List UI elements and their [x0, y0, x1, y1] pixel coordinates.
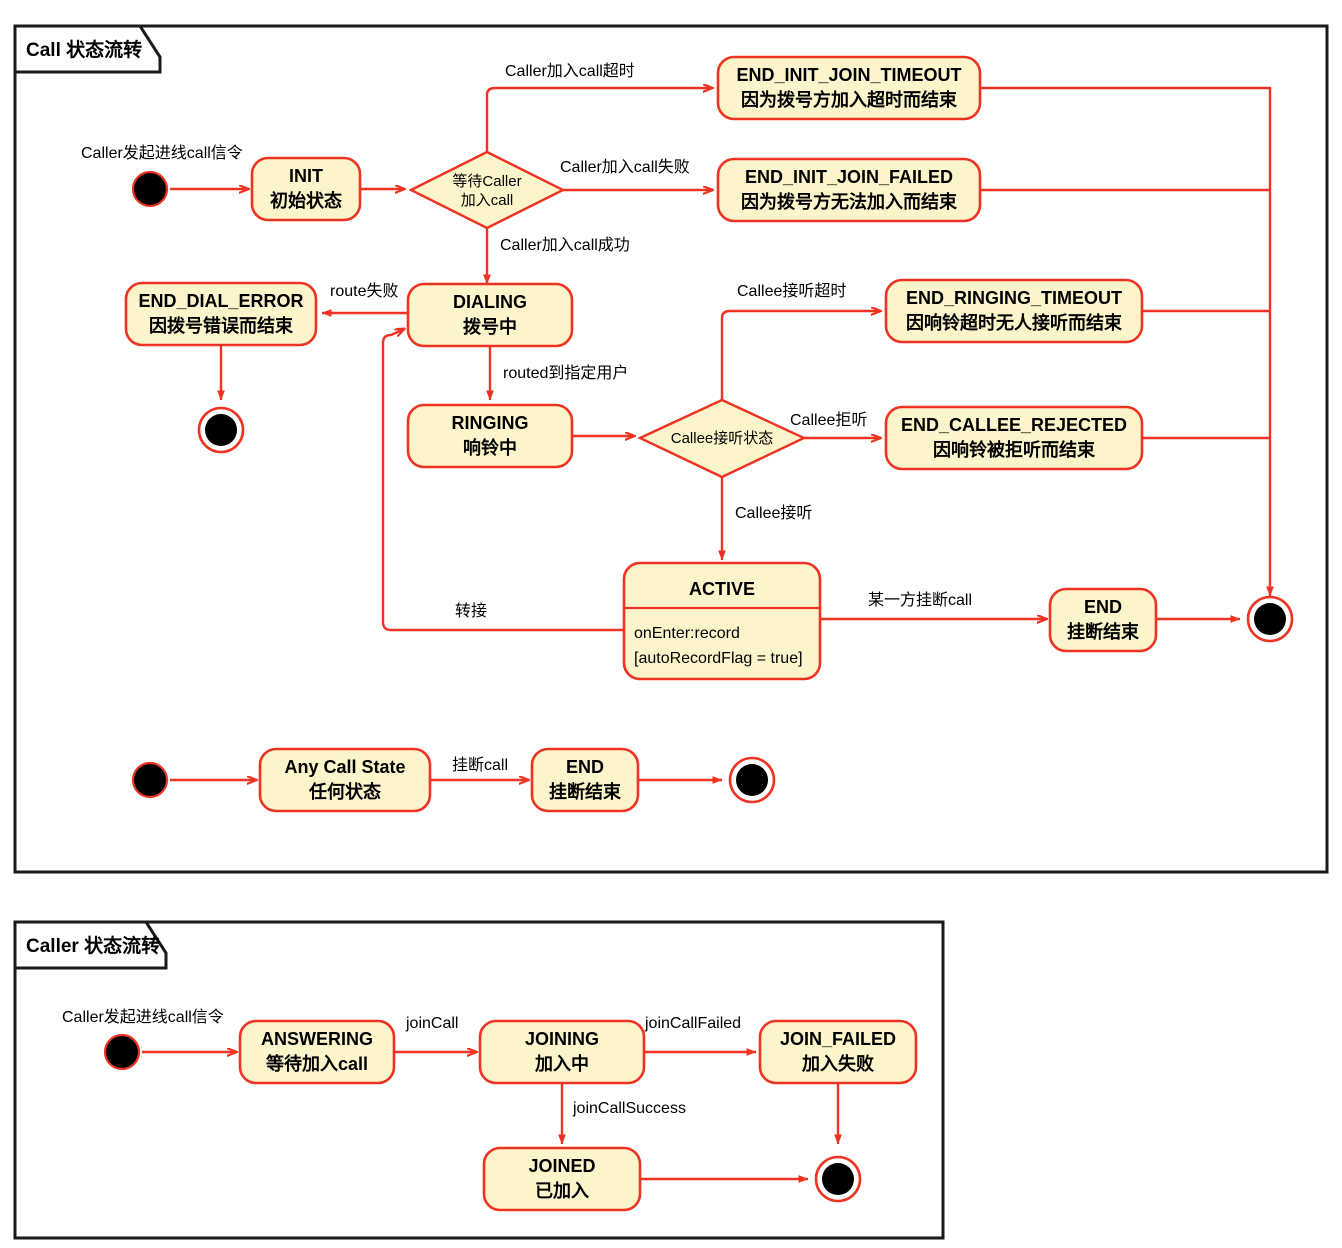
node-end-hangup[interactable]: END 挂断结束 [1048, 587, 1158, 653]
node-ringing[interactable]: RINGING 响铃中 [406, 403, 574, 469]
decision-callee-answer[interactable]: Callee接听状态 [637, 398, 807, 479]
edge-hangup-call-label: 挂断call [452, 756, 508, 774]
node-init-sub: 初始状态 [270, 190, 342, 211]
node-end-hangup-2-title: END [566, 757, 604, 777]
edge-join-call-label: joinCall [405, 1015, 458, 1032]
edge-init-timeout-to-final [980, 86, 1274, 597]
node-active-onenter: onEnter:record [634, 625, 740, 642]
edge-transfer [381, 329, 624, 632]
edge-route-failed-label: route失败 [330, 282, 398, 300]
decision-wait-caller-line2: 加入call [461, 192, 514, 209]
frame-call: Call 状态流转 [13, 24, 1329, 874]
edge-join-timeout-label: Caller加入call超时 [505, 62, 635, 80]
final-state-dial-error [197, 406, 245, 454]
decision-callee-answer-label: Callee接听状态 [671, 430, 774, 447]
node-any-call-state-title: Any Call State [284, 757, 405, 777]
edge-join-timeout [485, 88, 712, 152]
edge-join-call-failed-label: joinCallFailed [644, 1015, 741, 1032]
edge-callee-timeout [720, 311, 880, 400]
final-state-any-call [728, 756, 776, 804]
node-end-hangup-2[interactable]: END 挂断结束 [530, 747, 640, 813]
edge-join-failed-label: Caller加入call失败 [560, 158, 690, 176]
decision-wait-caller-line1: 等待Caller [452, 172, 521, 190]
node-dialing-title: DIALING [453, 292, 527, 312]
node-end-callee-rejected[interactable]: END_CALLEE_REJECTED 因响铃被拒听而结束 [884, 405, 1144, 471]
node-end-init-join-timeout-title: END_INIT_JOIN_TIMEOUT [736, 65, 961, 85]
node-dialing-sub: 拨号中 [463, 316, 517, 337]
node-end-ringing-timeout[interactable]: END_RINGING_TIMEOUT 因响铃超时无人接听而结束 [884, 278, 1144, 344]
node-any-call-state[interactable]: Any Call State 任何状态 [258, 747, 432, 813]
node-end-ringing-timeout-title: END_RINGING_TIMEOUT [906, 288, 1122, 308]
edge-join-call-success-label: joinCallSuccess [572, 1100, 686, 1117]
edge-one-side-hangup-label: 某一方挂断call [868, 591, 972, 609]
node-init[interactable]: INIT 初始状态 [250, 156, 362, 222]
frame-caller-tab [13, 920, 168, 970]
frame-call-tab [13, 24, 162, 74]
node-end-init-join-failed-sub: 因为拨号方无法加入而结束 [741, 191, 958, 212]
node-end-init-join-timeout[interactable]: END_INIT_JOIN_TIMEOUT 因为拨号方加入超时而结束 [716, 55, 982, 121]
node-active-title: ACTIVE [689, 579, 755, 599]
node-end-hangup-sub: 挂断结束 [1067, 621, 1140, 642]
node-joined-sub: 已加入 [535, 1181, 589, 1201]
frame-caller-title: Caller 状态流转 [26, 934, 160, 957]
node-any-call-state-sub: 任何状态 [308, 781, 381, 802]
frame-caller: Caller 状态流转 [13, 920, 945, 1240]
node-joining[interactable]: JOINING 加入中 [478, 1019, 646, 1085]
node-end-dial-error-sub: 因拨号错误而结束 [149, 315, 294, 336]
edge-callee-answer-label: Callee接听 [735, 504, 812, 522]
node-dialing[interactable]: DIALING 拨号中 [406, 282, 574, 348]
caller-start-label: Caller发起进线call信令 [62, 1008, 224, 1026]
node-end-callee-rejected-sub: 因响铃被拒听而结束 [933, 439, 1096, 460]
node-join-failed-title: JOIN_FAILED [780, 1029, 896, 1049]
call-start-label: Caller发起进线call信令 [81, 144, 243, 162]
edge-transfer-label: 转接 [455, 602, 487, 620]
node-answering-title: ANSWERING [261, 1029, 373, 1049]
node-active-guard: [autoRecordFlag = true] [634, 650, 803, 667]
node-joined[interactable]: JOINED 已加入 [482, 1146, 642, 1212]
call-initial-state [131, 170, 169, 208]
node-ringing-sub: 响铃中 [463, 437, 517, 458]
node-joining-sub: 加入中 [534, 1053, 589, 1074]
decision-wait-caller[interactable]: 等待Caller 加入call [408, 150, 566, 230]
final-state-caller [814, 1155, 862, 1203]
call-any-initial-state [131, 761, 169, 799]
node-init-title: INIT [289, 166, 323, 186]
edge-callee-timeout-label: Callee接听超时 [737, 282, 846, 300]
node-end-hangup-title: END [1084, 597, 1122, 617]
node-join-failed-sub: 加入失败 [801, 1053, 874, 1074]
node-end-hangup-2-sub: 挂断结束 [549, 781, 622, 802]
edge-join-success-label: Caller加入call成功 [500, 236, 630, 254]
node-answering[interactable]: ANSWERING 等待加入call [238, 1019, 396, 1085]
edge-callee-reject-label: Callee拒听 [790, 411, 867, 429]
node-end-callee-rejected-title: END_CALLEE_REJECTED [901, 415, 1127, 435]
node-end-init-join-failed-title: END_INIT_JOIN_FAILED [745, 167, 953, 187]
node-end-dial-error-title: END_DIAL_ERROR [138, 291, 303, 311]
frame-caller-border [13, 920, 945, 1240]
node-end-init-join-failed[interactable]: END_INIT_JOIN_FAILED 因为拨号方无法加入而结束 [716, 157, 982, 223]
node-ringing-title: RINGING [451, 413, 528, 433]
edge-routed-to-user-label: routed到指定用户 [503, 364, 628, 382]
node-join-failed[interactable]: JOIN_FAILED 加入失败 [758, 1019, 918, 1085]
node-joining-title: JOINING [525, 1029, 599, 1049]
node-answering-sub: 等待加入call [266, 1053, 368, 1074]
node-end-ringing-timeout-sub: 因响铃超时无人接听而结束 [906, 312, 1123, 333]
caller-initial-state [103, 1033, 141, 1071]
node-joined-title: JOINED [528, 1156, 595, 1176]
final-state-call [1246, 595, 1294, 643]
node-end-init-join-timeout-sub: 因为拨号方加入超时而结束 [741, 89, 958, 110]
node-active[interactable]: ACTIVE onEnter:record [autoRecordFlag = … [622, 561, 822, 681]
frame-call-border [13, 24, 1329, 874]
node-end-dial-error[interactable]: END_DIAL_ERROR 因拨号错误而结束 [124, 281, 318, 347]
frame-call-title: Call 状态流转 [26, 38, 142, 61]
